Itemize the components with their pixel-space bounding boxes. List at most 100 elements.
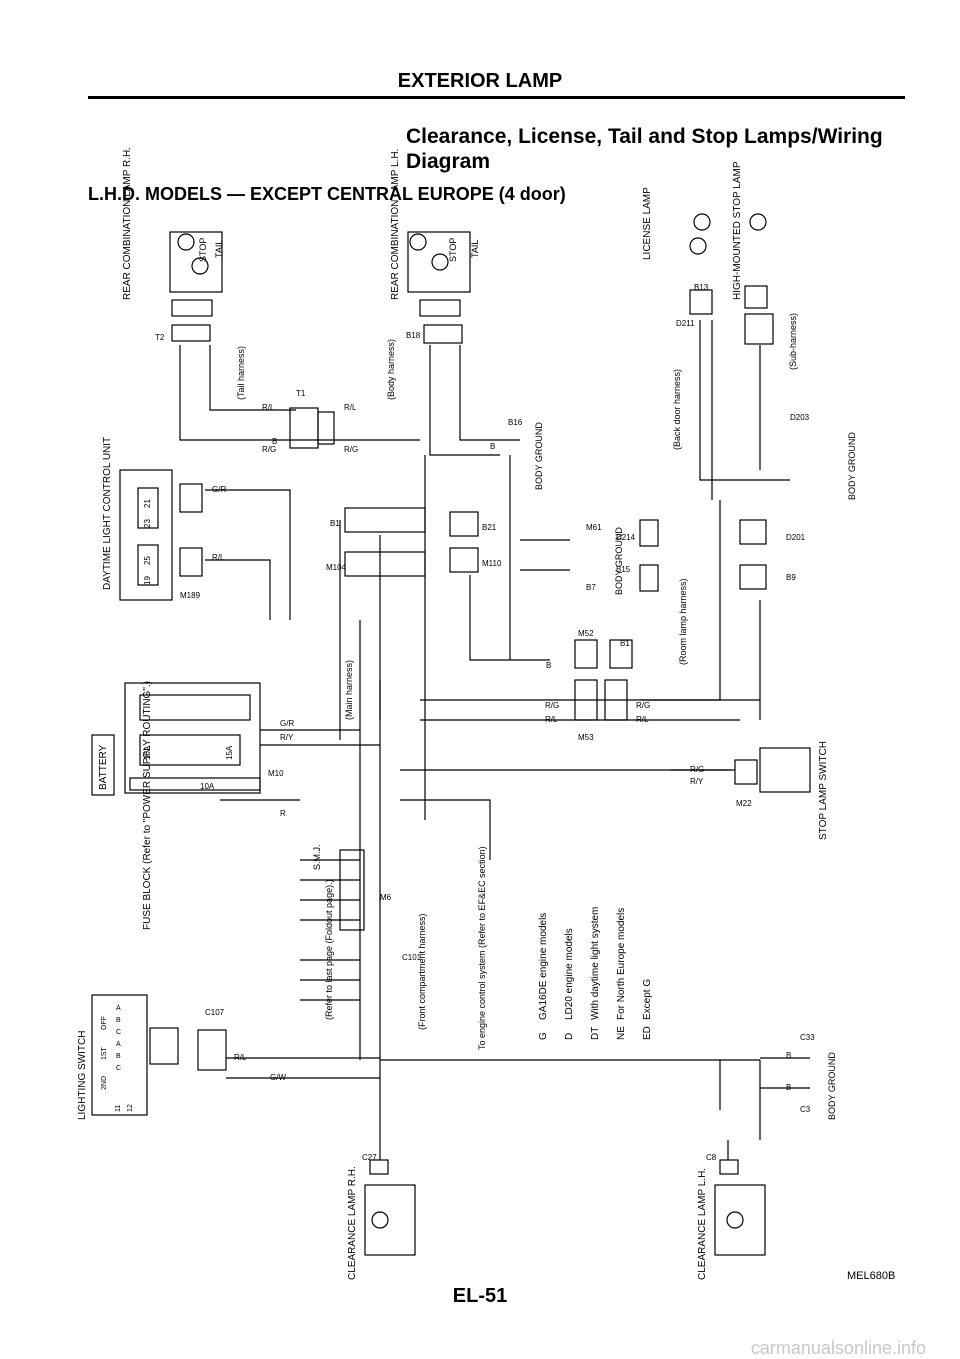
wire-gr: G/R	[212, 485, 226, 494]
conn-b9: B9	[786, 573, 796, 582]
label-clearance-rh: CLEARANCE LAMP R.H.	[347, 1166, 358, 1280]
conn-m189: M189	[180, 591, 201, 600]
legend-sym-dt: DT	[590, 1027, 601, 1040]
label-room-lamp-harness: (Room lamp harness)	[678, 578, 688, 665]
label-tail-rh: TAIL	[214, 240, 224, 258]
label-engine-ref: To engine control system (Refer to EF&EC…	[477, 846, 487, 1050]
diagram-title-line1: Clearance, License, Tail and Stop Lamps/…	[406, 125, 883, 148]
wire-gr-2: G/R	[280, 719, 294, 728]
wire-b-2: B	[490, 442, 495, 451]
conn-m53: M53	[578, 733, 594, 742]
conn-b7: B7	[586, 583, 596, 592]
label-smj: S.M.J.	[312, 844, 322, 870]
conn-b21: B21	[482, 523, 497, 532]
label-high-mount: HIGH-MOUNTED STOP LAMP	[732, 161, 743, 300]
switch-off: OFF	[101, 1016, 108, 1030]
switch-c1: C	[116, 1029, 121, 1036]
label-front-comp-harness: (Front compartment harness)	[417, 913, 427, 1030]
conn-c33: C33	[800, 1033, 815, 1042]
label-sub-harness: (Sub-harness)	[788, 313, 798, 370]
switch-b1: B	[116, 1017, 121, 1024]
fuse-3: 10A	[200, 782, 215, 791]
conn-t2: T2	[155, 333, 165, 342]
label-fuse-block: FUSE BLOCK (Refer to "POWER SUPPLY ROUTI…	[142, 681, 153, 930]
legend-sym-g: G	[538, 1032, 549, 1040]
wire-ry-2: R/Y	[690, 777, 704, 786]
conn-m61: M61	[586, 523, 602, 532]
conn-b16: B16	[508, 418, 523, 427]
label-smj-ref: (Refer to last page (Foldout page).)	[324, 879, 334, 1020]
conn-d203: D203	[790, 413, 810, 422]
watermark: carmanualsonline.info	[750, 1338, 926, 1358]
switch-a2: A	[116, 1041, 121, 1048]
conn-b1: B1	[330, 519, 340, 528]
wire-rg-2: R/G	[344, 445, 358, 454]
section-title: EXTERIOR LAMP	[397, 70, 563, 92]
switch-row-12: 12	[127, 1104, 134, 1112]
unit-pin-1: 21	[143, 499, 152, 508]
label-stop-rh: STOP	[198, 238, 208, 262]
conn-d211: D211	[676, 319, 695, 328]
diagram-subtitle: L.H.D. MODELS — EXCEPT CENTRAL EUROPE (4…	[88, 184, 566, 204]
page-number: EL-51	[452, 1285, 508, 1307]
wire-b-1: B	[272, 437, 277, 446]
legend-sym-ne: NE	[616, 1026, 627, 1040]
wire-rl-3: R/L	[212, 553, 225, 562]
label-ground-2: BODY GROUND	[614, 527, 624, 595]
label-ground-3: BODY GROUND	[847, 432, 857, 500]
conn-c107: C107	[205, 1008, 225, 1017]
conn-c101: C101	[402, 953, 422, 962]
conn-m10: M10	[268, 769, 284, 778]
wire-rg-4: R/G	[636, 701, 650, 710]
conn-m22: M22	[736, 799, 752, 808]
wire-b-5: B	[786, 1083, 791, 1092]
diagram-title: Clearance, License, Tail and Stop Lamps/…	[406, 124, 926, 174]
wire-rg-3: R/G	[545, 701, 559, 710]
wire-rg-5: R/G	[690, 765, 704, 774]
conn-t1: T1	[296, 389, 306, 398]
wire-b-3: B	[546, 661, 551, 670]
conn-d201: D201	[786, 533, 806, 542]
conn-c27: C27	[362, 1153, 377, 1162]
unit-pin-2: 23	[143, 519, 152, 528]
conn-m6: M6	[380, 893, 392, 902]
label-tail-lh: TAIL	[470, 240, 480, 258]
conn-d214: D214	[616, 533, 636, 542]
conn-b18: B18	[406, 331, 421, 340]
diagram-title-line2: Diagram	[406, 150, 491, 173]
label-main-harness: (Main harness)	[344, 660, 354, 720]
figure-code: MEL680B	[847, 1270, 896, 1282]
conn-b15: B15	[616, 565, 631, 574]
switch-2nd: 2ND	[101, 1076, 108, 1090]
label-body-harness: (Body harness)	[386, 339, 396, 400]
legend-text-g: GA16DE engine models	[538, 913, 549, 1020]
unit-pin-3: 25	[143, 556, 152, 565]
conn-c3: C3	[800, 1105, 811, 1114]
label-stop-switch: STOP LAMP SWITCH	[818, 741, 829, 840]
wire-rl-6: R/L	[234, 1053, 247, 1062]
conn-m110: M110	[482, 559, 502, 568]
label-ground-1: BODY GROUND	[534, 422, 544, 490]
unit-pin-4: 19	[143, 576, 152, 585]
fuse-2: 15A	[225, 745, 234, 760]
label-ground-4: BODY GROUND	[827, 1052, 837, 1120]
wire-rl-1: R/L	[262, 403, 275, 412]
conn-b13: B13	[694, 283, 709, 292]
label-tail-harness: (Tail harness)	[236, 346, 246, 400]
label-license-lamp: LICENSE LAMP	[642, 187, 653, 260]
legend-text-ne: For North Europe models	[616, 908, 627, 1020]
label-clearance-lh: CLEARANCE LAMP L.H.	[697, 1168, 708, 1280]
label-lighting-switch: LIGHTING SWITCH	[77, 1031, 88, 1120]
conn-c8: C8	[706, 1153, 717, 1162]
legend-text-ed: Except G	[642, 979, 653, 1020]
label-back-door-harness: (Back door harness)	[672, 369, 682, 450]
switch-1st: 1ST	[101, 1046, 108, 1060]
conn-m104: M104	[326, 563, 347, 572]
switch-a1: A	[116, 1005, 121, 1012]
label-stop-lh: STOP	[448, 238, 458, 262]
wire-gw: G/W	[270, 1073, 286, 1082]
wire-rl-2: R/L	[344, 403, 357, 412]
label-battery: BATTERY	[98, 744, 109, 790]
